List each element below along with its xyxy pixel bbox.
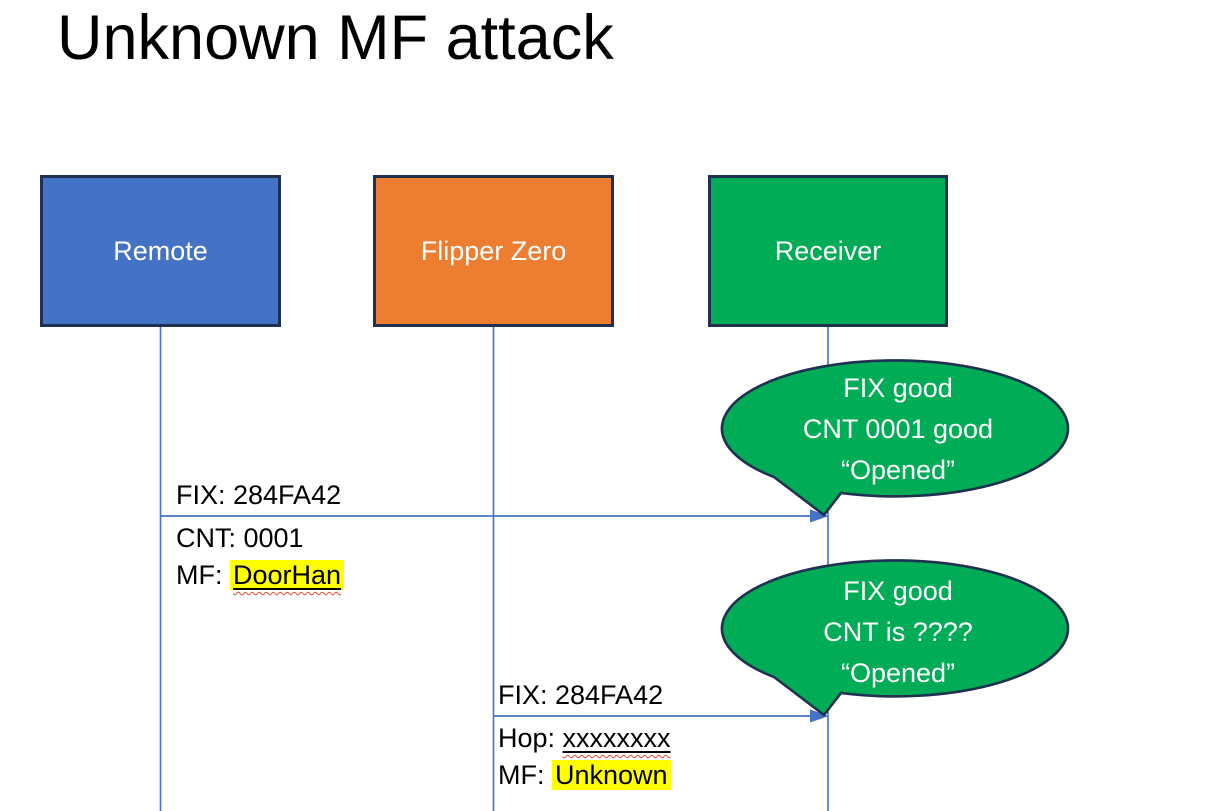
message2-hop: Hop: xxxxxxxx <box>498 720 671 757</box>
message1-fix: FIX: 284FA42 <box>176 480 342 510</box>
speech-bubble-2-text: FIX good CNT is ???? “Opened” <box>732 571 1064 694</box>
bubble1-line1: FIX good <box>843 373 953 403</box>
message2-lines-below: Hop: xxxxxxxx MF: Unknown <box>498 720 671 794</box>
highlighted-text: Unknown <box>552 760 671 790</box>
message2-mf-prefix: MF: <box>498 760 552 790</box>
actor-box-receiver: Receiver <box>708 175 948 327</box>
message2-mf-value: Unknown <box>555 760 668 790</box>
message2-hop-value: xxxxxxxx <box>562 723 671 753</box>
actor-box-flipper-zero: Flipper Zero <box>373 175 614 327</box>
message1-cnt: CNT: 0001 <box>176 523 304 553</box>
message2-fix: FIX: 284FA42 <box>498 680 664 710</box>
arrowhead-icon <box>810 509 829 523</box>
actor-label-receiver: Receiver <box>774 235 882 266</box>
slide-title: Unknown MF attack <box>57 3 614 73</box>
message1-mf-prefix: MF: <box>176 560 230 590</box>
message2-mf: MF: Unknown <box>498 757 671 794</box>
message2-line-above: FIX: 284FA42 <box>498 677 663 714</box>
highlighted-text: DoorHan <box>230 560 345 590</box>
message2-hop-prefix: Hop: <box>498 723 563 753</box>
message1-line-above: FIX: 284FA42 <box>176 477 341 514</box>
speech-bubble-1-text: FIX good CNT 0001 good “Opened” <box>732 368 1064 491</box>
spellcheck-squiggle: xxxxxxxx <box>563 723 671 753</box>
bubble1-line2: CNT 0001 good <box>802 414 994 444</box>
bubble2-line2: CNT is ???? <box>823 617 973 647</box>
speech-bubble-1 <box>720 359 1070 517</box>
actor-label-remote: Remote <box>113 235 208 266</box>
bubble1-line3: “Opened” <box>840 455 956 485</box>
bubble2-line3: “Opened” <box>840 658 956 688</box>
bubble2-line1: FIX good <box>843 576 953 606</box>
message1-lines-below: CNT: 0001 MF: DoorHan <box>176 520 345 594</box>
arrowhead-icon <box>810 709 829 723</box>
message1-mf: MF: DoorHan <box>176 557 345 594</box>
actor-label-flipper-zero: Flipper Zero <box>420 235 567 266</box>
message1-mf-value: DoorHan <box>233 560 342 590</box>
speech-bubble-2 <box>720 559 1070 717</box>
spellcheck-squiggle: DoorHan <box>233 560 341 590</box>
actor-box-remote: Remote <box>40 175 281 327</box>
